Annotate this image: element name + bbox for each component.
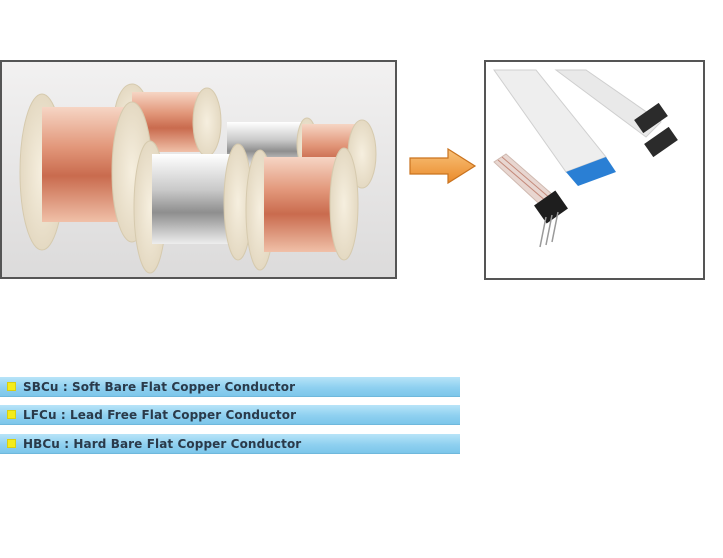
conductor-label: HBCu : Hard Bare Flat Copper Conductor — [23, 436, 302, 451]
yellow-square-bullet-icon — [7, 410, 16, 419]
yellow-square-bullet-icon — [7, 439, 16, 448]
yellow-square-bullet-icon — [7, 382, 16, 391]
flat-cable-illustration — [486, 62, 703, 278]
conductor-label: LFCu : Lead Free Flat Copper Conductor — [23, 407, 297, 422]
conductor-item-sbcu: SBCu : Soft Bare Flat Copper Conductor — [0, 377, 460, 397]
conductor-item-lfcu: LFCu : Lead Free Flat Copper Conductor — [0, 405, 460, 425]
copper-spools-photo — [0, 60, 397, 279]
arrow-right-icon — [409, 147, 477, 185]
conductor-item-hbcu: HBCu : Hard Bare Flat Copper Conductor — [0, 434, 460, 454]
conductor-label: SBCu : Soft Bare Flat Copper Conductor — [23, 379, 296, 394]
flat-cable-photo — [484, 60, 705, 280]
copper-spools-illustration — [2, 62, 395, 277]
